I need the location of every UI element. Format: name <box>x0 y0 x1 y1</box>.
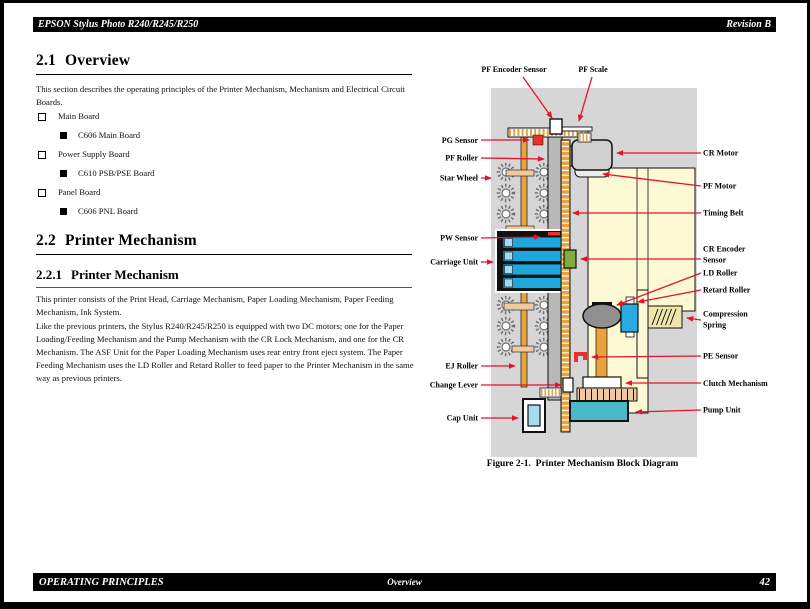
pf-encoder-sensor-shape <box>549 118 563 135</box>
cr-encoder-sensor-shape <box>563 249 577 269</box>
page-number: 42 <box>759 576 771 588</box>
list-item: Panel Board <box>36 187 412 199</box>
page-footer-bar: OPERATING PRINCIPLES Overview 42 <box>33 573 776 591</box>
filled-square-bullet-icon <box>60 169 67 177</box>
section-2-2-1-paragraph-1: This printer consists of the Print Head,… <box>36 294 394 317</box>
label-retard-roller: Retard Roller <box>703 286 751 295</box>
label-cr-motor: CR Motor <box>703 149 739 158</box>
list-item: C610 PSB/PSE Board <box>36 168 412 180</box>
section-heading-2-2: 2.2 Printer Mechanism <box>36 232 412 255</box>
section-title: Printer Mechanism <box>64 232 197 249</box>
label-ld-roller: LD Roller <box>703 269 738 278</box>
cr-motor-shape <box>565 139 613 171</box>
page-header-bar: EPSON Stylus Photo R240/R245/R250 Revisi… <box>33 17 776 32</box>
label-pw-sensor: PW Sensor <box>440 234 478 243</box>
diagram-labels: PF Encoder Sensor PF Scale PG Sensor PF … <box>430 65 768 423</box>
section-heading-2-1: 2.1 Overview <box>36 52 412 75</box>
label-pg-sensor: PG Sensor <box>442 136 479 145</box>
change-lever-shape <box>539 377 574 398</box>
pg-sensor-shape <box>532 134 544 146</box>
cap-unit-shape <box>522 398 546 433</box>
retard-roller-shape <box>620 296 639 338</box>
label-change-lever: Change Lever <box>430 381 479 390</box>
footer-subsection: Overview <box>387 577 422 587</box>
pump-unit-shape <box>569 400 629 422</box>
filled-square-bullet-icon <box>60 207 67 215</box>
label-pf-scale: PF Scale <box>578 65 608 74</box>
label-pf-encoder-sensor: PF Encoder Sensor <box>481 65 547 74</box>
document-page: EPSON Stylus Photo R240/R245/R250 Revisi… <box>4 3 807 602</box>
section-2-1-intro: This section describes the operating pri… <box>36 84 405 107</box>
pf-roller-top-shape <box>507 127 592 143</box>
label-carriage-unit: Carriage Unit <box>430 258 478 267</box>
section-heading-2-2-1: 2.2.1 Printer Mechanism <box>36 267 412 288</box>
label-pf-motor: PF Motor <box>703 182 737 191</box>
section-title: Overview <box>64 52 131 69</box>
hollow-square-bullet-icon <box>38 112 46 121</box>
label-cr-encoder-sensor-2: Sensor <box>703 256 727 265</box>
timing-belt-shape <box>560 139 571 433</box>
footer-section-title: OPERATING PRINCIPLES <box>39 576 164 588</box>
compression-spring-shape <box>647 305 683 329</box>
hollow-square-bullet-icon <box>38 188 46 197</box>
section-number: 2.1 <box>36 52 56 69</box>
callout-arrows <box>480 76 702 421</box>
filled-square-bullet-icon <box>60 131 67 139</box>
label-clutch-mechanism: Clutch Mechanism <box>703 379 768 388</box>
label-cr-encoder-sensor: CR Encoder <box>703 245 746 254</box>
pf-scale-shape <box>561 126 593 132</box>
pe-sensor-shape <box>574 352 587 362</box>
red-sensors-shape <box>532 134 587 362</box>
carriage-unit-shape <box>495 229 567 293</box>
label-compression-spring: Compression <box>703 310 748 319</box>
section-2-2-1-paragraph-2: Like the previous printers, the Stylus R… <box>36 321 414 383</box>
label-pump-unit: Pump Unit <box>703 406 741 415</box>
header-title: EPSON Stylus Photo R240/R245/R250 <box>38 19 199 30</box>
section-number: 2.2 <box>36 232 56 249</box>
section-title: Printer Mechanism <box>71 267 179 282</box>
label-timing-belt: Timing Belt <box>703 209 744 218</box>
pw-sensor-shape <box>548 232 560 236</box>
list-item: Power Supply Board <box>36 149 412 161</box>
label-star-wheel: Star Wheel <box>440 174 479 183</box>
label-pf-roller: PF Roller <box>445 154 478 163</box>
list-item: Main Board <box>36 111 412 123</box>
figure-caption: Figure 2-1. Printer Mechanism Block Diag… <box>486 459 679 469</box>
label-pe-sensor: PE Sensor <box>703 352 739 361</box>
label-ej-roller: EJ Roller <box>445 362 478 371</box>
hollow-square-bullet-icon <box>38 150 46 159</box>
label-cap-unit: Cap Unit <box>447 414 479 423</box>
list-item: C606 PNL Board <box>36 206 412 218</box>
label-compression-spring-2: Spring <box>703 321 726 330</box>
header-revision: Revision B <box>726 19 771 30</box>
list-item: C606 Main Board <box>36 130 412 142</box>
section-number: 2.2.1 <box>36 267 62 282</box>
clutch-mechanism-shape <box>576 376 638 402</box>
